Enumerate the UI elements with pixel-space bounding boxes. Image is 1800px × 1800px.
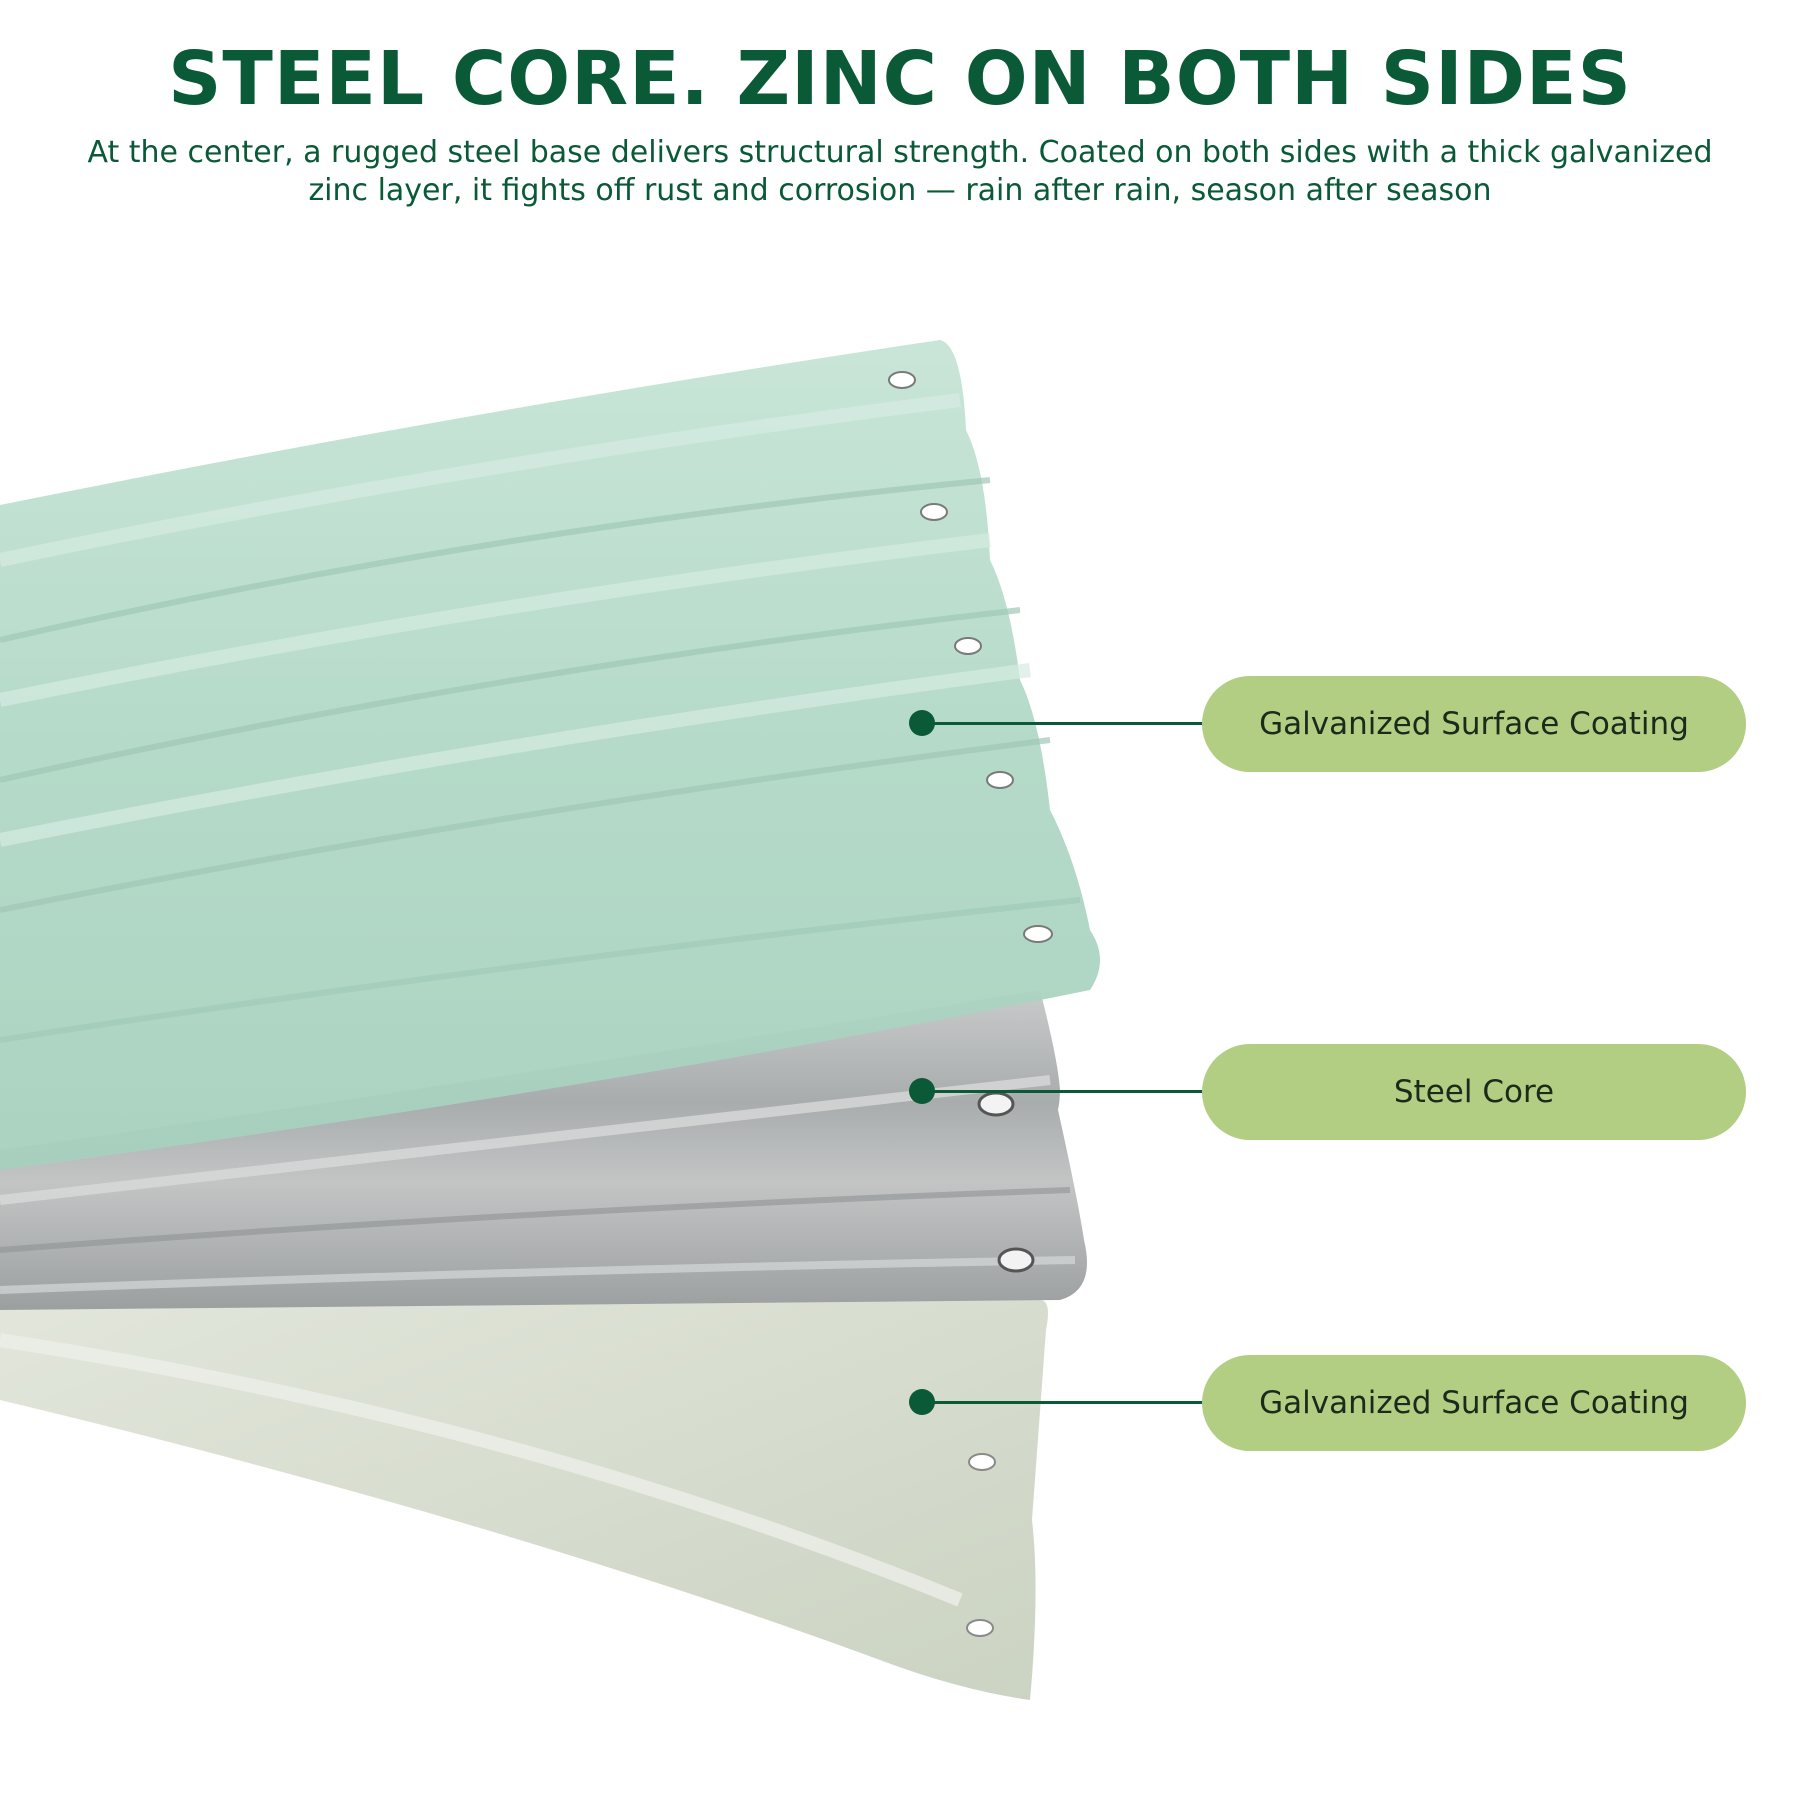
- callout-connector-middle: [922, 1090, 1204, 1093]
- page-title: STEEL CORE. ZINC ON BOTH SIDES: [168, 36, 1632, 122]
- layered-sheet-illustration: [0, 340, 1100, 1700]
- callout-connector-bottom: [922, 1401, 1204, 1404]
- top-zinc-coating-layer: [0, 340, 1100, 1170]
- callout-dot-middle: [909, 1078, 935, 1104]
- label-bottom-galvanized-coating: Galvanized Surface Coating: [1202, 1355, 1746, 1451]
- bottom-zinc-coating-layer: [0, 1300, 1048, 1700]
- label-top-galvanized-coating: Galvanized Surface Coating: [1202, 676, 1746, 772]
- page-subtitle: At the center, a rugged steel base deliv…: [87, 135, 1713, 208]
- callout-connector-top: [922, 722, 1204, 725]
- steel-core-layer: [0, 990, 1087, 1310]
- label-steel-core: Steel Core: [1202, 1044, 1746, 1140]
- callout-dot-bottom: [909, 1389, 935, 1415]
- callout-dot-top: [909, 710, 935, 736]
